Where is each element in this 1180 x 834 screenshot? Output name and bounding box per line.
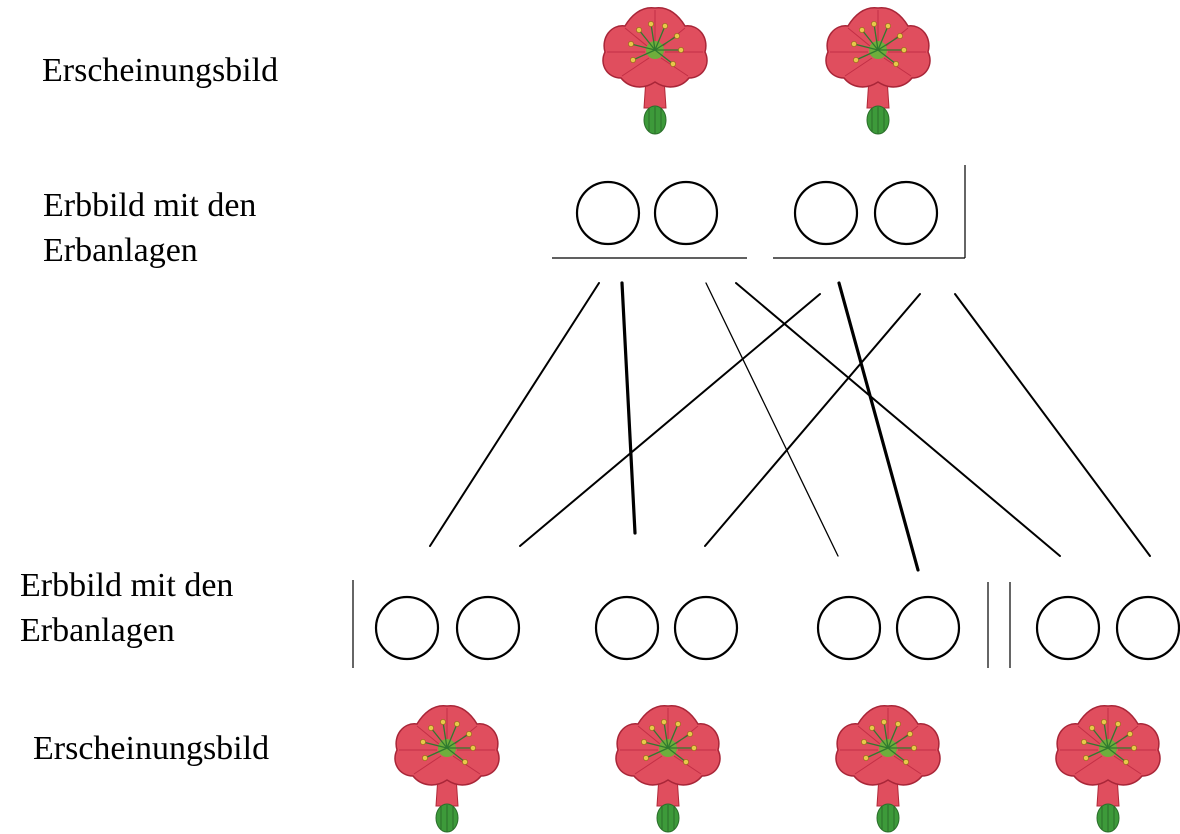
label-top-genotype-line1: Erbbild mit den	[43, 187, 257, 224]
flower-icon-offspring-2	[615, 704, 721, 833]
label-top-phenotype: Erscheinungsbild	[42, 52, 279, 89]
allele-circle-o2-b	[673, 595, 739, 661]
cross-line	[705, 282, 839, 557]
label-top-genotype-line2: Erbanlagen	[43, 232, 198, 269]
label-bottom-phenotype: Erscheinungsbild	[33, 730, 270, 767]
flower-icon-parent-1	[602, 6, 708, 135]
allele-circle-o2-a	[594, 595, 660, 661]
allele-circle-o4-b	[1115, 595, 1180, 661]
allele-circle-p1-a	[575, 180, 641, 246]
allele-circle-o1-a	[374, 595, 440, 661]
cross-line	[704, 293, 921, 547]
allele-circle-p2-b	[873, 180, 939, 246]
allele-circle-p1-b	[653, 180, 719, 246]
flower-icon-offspring-4	[1055, 704, 1161, 833]
cross-line	[429, 282, 600, 547]
flower-icon-offspring-1	[394, 704, 500, 833]
allele-circle-o3-b	[895, 595, 961, 661]
label-bottom-genotype-line2: Erbanlagen	[20, 612, 175, 649]
allele-circle-o1-b	[455, 595, 521, 661]
flower-icon-parent-2	[825, 6, 931, 135]
cross-line	[735, 282, 1061, 557]
cross-line	[954, 293, 1151, 557]
cross-line	[519, 293, 821, 547]
allele-circle-p2-a	[793, 180, 859, 246]
label-bottom-genotype-line1: Erbbild mit den	[20, 567, 234, 604]
cross-line	[837, 281, 920, 572]
allele-circle-o3-a	[816, 595, 882, 661]
cross-line	[620, 281, 637, 535]
allele-circle-o4-a	[1035, 595, 1101, 661]
flower-icon-offspring-3	[835, 704, 941, 833]
